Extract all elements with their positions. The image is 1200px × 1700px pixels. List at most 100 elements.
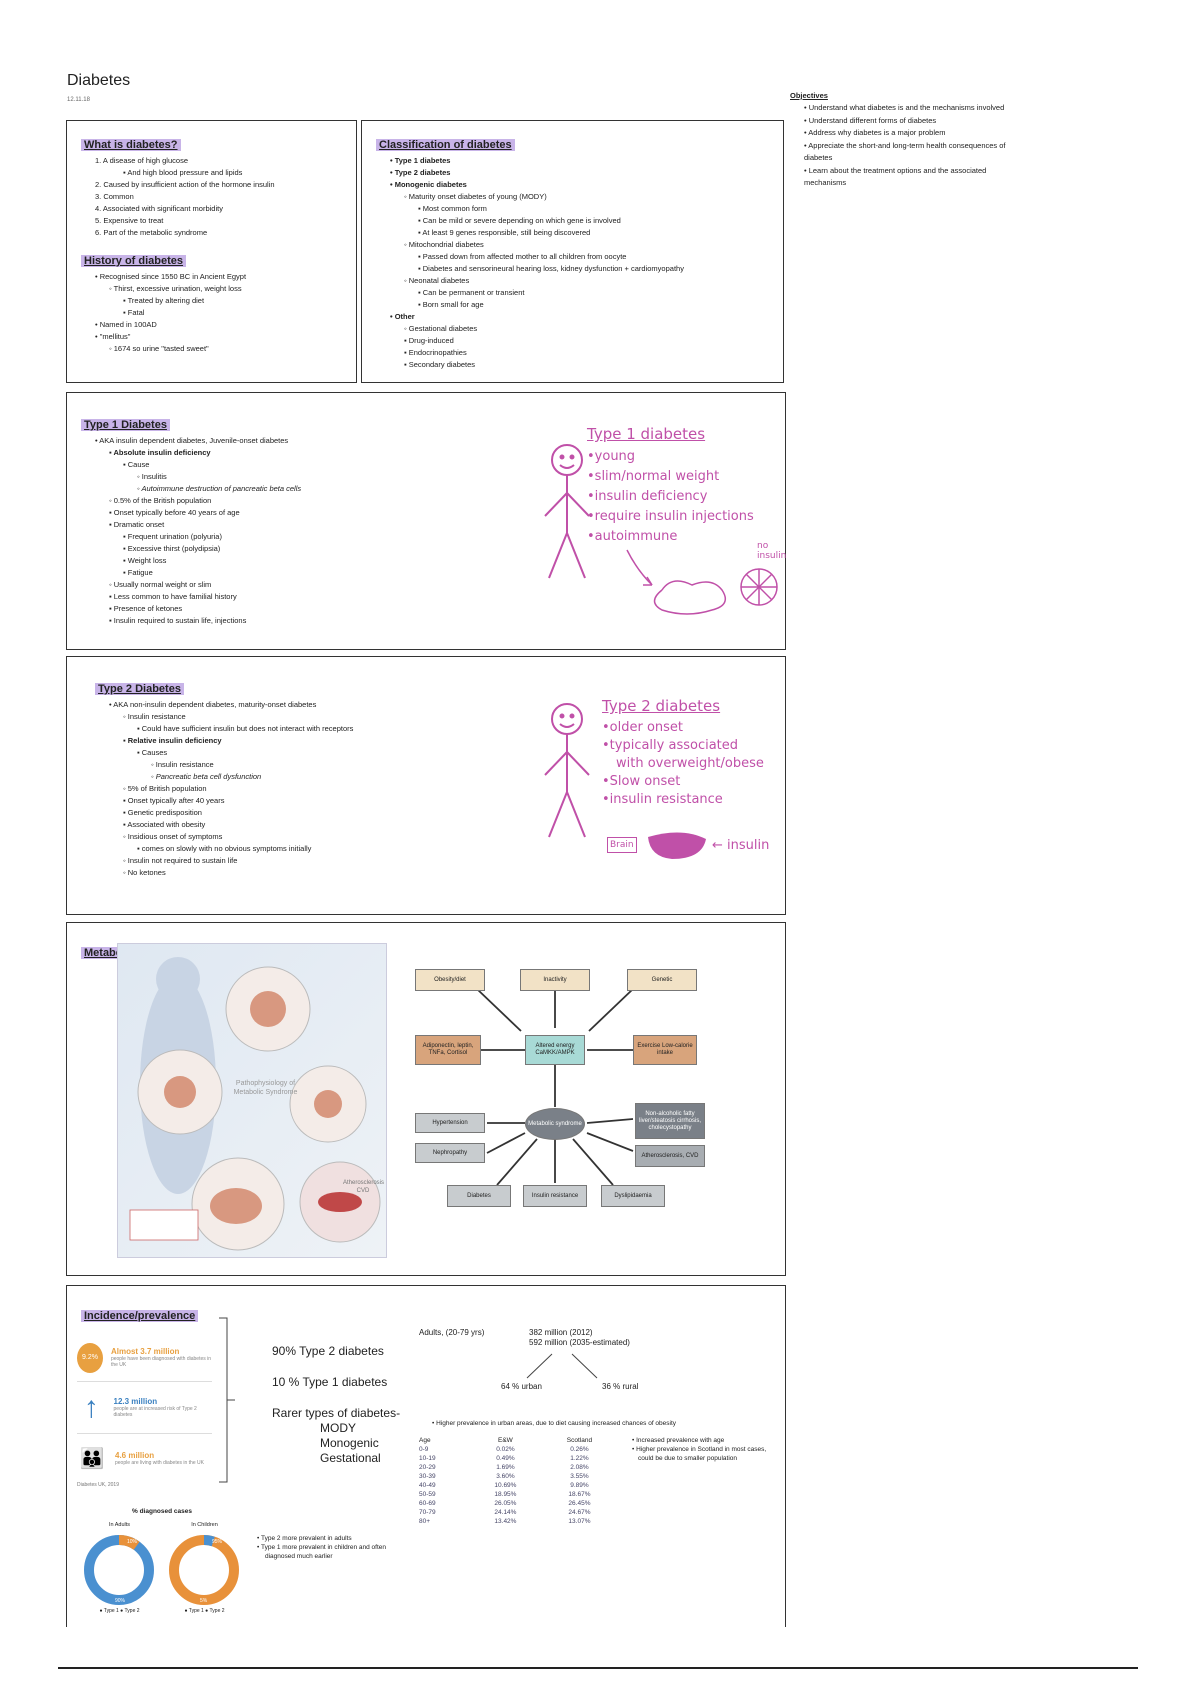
diagram-box: Non-alcoholic fatty liver/steatosis cirr… bbox=[635, 1103, 705, 1139]
list-item: AKA insulin dependent diabetes, Juvenile… bbox=[99, 436, 289, 445]
list-item: Insulitis bbox=[141, 472, 167, 481]
diagram-box: Exercise Low-calorie intake bbox=[633, 1035, 697, 1065]
pancreas-sketch-icon bbox=[626, 549, 778, 615]
type2-heading: Type 2 Diabetes bbox=[95, 683, 184, 695]
metabolic-illustration: Pathophysiology of Metabolic Syndrome At… bbox=[117, 943, 387, 1258]
list-item: Passed down from affected mother to all … bbox=[422, 252, 627, 261]
list-item: Named in 100AD bbox=[99, 320, 157, 329]
table-cell: 18.67% bbox=[568, 1491, 591, 1498]
list-item: Pancreatic beta cell dysfunction bbox=[155, 772, 262, 781]
table-cell: 0-9 bbox=[419, 1446, 429, 1453]
bracket bbox=[219, 1317, 235, 1483]
donut-label: In Children bbox=[191, 1522, 218, 1528]
list-item: Can be mild or severe depending on which… bbox=[422, 216, 621, 225]
list-item: Neonatal diabetes bbox=[408, 276, 470, 285]
table-cell: 9.89% bbox=[570, 1482, 589, 1489]
list-item: Endocrinopathies bbox=[408, 348, 467, 357]
table-cell: 40-49 bbox=[419, 1482, 436, 1489]
stick-figure-icon bbox=[544, 703, 590, 838]
list-item: Excessive thirst (polydipsia) bbox=[127, 544, 221, 553]
arrow-up-icon: ↑ bbox=[83, 1390, 99, 1424]
table-cell: 24.67% bbox=[568, 1509, 591, 1516]
diagram-box: Insulin resistance bbox=[523, 1185, 587, 1207]
list-item: Cause bbox=[127, 460, 150, 469]
list-item: Fatigue bbox=[127, 568, 153, 577]
list-item: Recognised since 1550 BC in Ancient Egyp… bbox=[99, 272, 247, 281]
list-item: Causes bbox=[141, 748, 168, 757]
diagram-box: Genetic bbox=[627, 969, 697, 991]
adults-values: 382 million (2012) 592 million (2035-est… bbox=[529, 1328, 630, 1347]
objectives: Objectives • Understand what diabetes is… bbox=[790, 90, 1020, 190]
objectives-heading: Objectives bbox=[790, 91, 828, 100]
metabolic-box: Metabolic Syndrome Pathophysiology of Me… bbox=[66, 922, 786, 1276]
diagram-box: Obesity/diet bbox=[415, 969, 485, 991]
type-percentages: 90% Type 2 diabetes 10 % Type 1 diabetes… bbox=[272, 1344, 401, 1465]
urban-label: 64 % urban bbox=[501, 1382, 542, 1391]
list-item: Insulin required to sustain life, inject… bbox=[113, 616, 247, 625]
objective-item: • Appreciate the short-and long-term hea… bbox=[804, 140, 1006, 163]
list-item: Weight loss bbox=[127, 556, 167, 565]
diagram-box: Adiponectin, leptin, TNFa, Cortisol bbox=[415, 1035, 481, 1065]
list-item: "mellitus" bbox=[99, 332, 131, 341]
what-history-box: What is diabetes? 1. A disease of high g… bbox=[66, 120, 357, 383]
list-item: 4. Associated with significant morbidity bbox=[95, 204, 223, 213]
diagram-box: Diabetes bbox=[447, 1185, 511, 1207]
table-cell: 13.42% bbox=[494, 1518, 517, 1525]
type1-box: Type 1 Diabetes • AKA insulin dependent … bbox=[66, 392, 786, 650]
table-cell: 26.05% bbox=[494, 1500, 517, 1507]
table-header: E&W bbox=[498, 1437, 513, 1444]
people-icon: 👪 bbox=[79, 1447, 105, 1470]
table-cell: 0.02% bbox=[496, 1446, 515, 1453]
list-item: Presence of ketones bbox=[113, 604, 183, 613]
list-item: 2. Caused by insufficient action of the … bbox=[95, 180, 275, 189]
age-notes: • Increased prevalence with age • Higher… bbox=[632, 1437, 767, 1462]
type2-small-note: Brain bbox=[607, 837, 637, 853]
list-item: Insulin resistance bbox=[155, 760, 214, 769]
history-heading: History of diabetes bbox=[81, 255, 187, 267]
table-cell: 13.07% bbox=[568, 1518, 591, 1525]
list-item: Mitochondrial diabetes bbox=[408, 240, 484, 249]
list-item: And high blood pressure and lipids bbox=[127, 168, 243, 177]
table-cell: 26.45% bbox=[568, 1500, 591, 1507]
table-cell: 3.55% bbox=[570, 1473, 589, 1480]
list-item: Monogenic diabetes bbox=[394, 180, 467, 189]
list-item: Gestational diabetes bbox=[408, 324, 478, 333]
rural-label: 36 % rural bbox=[602, 1382, 639, 1391]
diagram-box: Hypertension bbox=[415, 1113, 485, 1133]
list-item: Treated by altering diet bbox=[127, 296, 205, 305]
objective-item: • Learn about the treatment options and … bbox=[804, 165, 987, 188]
list-item: Most common form bbox=[422, 204, 487, 213]
list-item: Fatal bbox=[127, 308, 145, 317]
list-item: Associated with obesity bbox=[127, 820, 206, 829]
list-item: Relative insulin deficiency bbox=[127, 736, 222, 745]
list-item: Other bbox=[394, 312, 415, 321]
source-note: Diabetes UK, 2019 bbox=[77, 1482, 119, 1488]
table-cell: 1.22% bbox=[570, 1455, 589, 1462]
table-cell: 50-59 bbox=[419, 1491, 436, 1498]
type1-small-note: no insulin bbox=[757, 541, 787, 561]
table-cell: 18.95% bbox=[494, 1491, 517, 1498]
list-item: Drug-induced bbox=[408, 336, 454, 345]
list-item: Insulin not required to sustain life bbox=[127, 856, 238, 865]
diagram-hub: Metabolic syndrome bbox=[525, 1108, 585, 1140]
table-cell: 3.60% bbox=[496, 1473, 515, 1480]
list-item: 1. A disease of high glucose bbox=[95, 156, 188, 165]
illustration-center-label: Pathophysiology of Metabolic Syndrome bbox=[233, 1080, 298, 1096]
type2-handwritten-notes: Type 2 diabetes •older onset •typically … bbox=[602, 697, 764, 807]
table-cell: 10-19 bbox=[419, 1455, 436, 1462]
list-item: Usually normal weight or slim bbox=[113, 580, 212, 589]
table-cell: 0.49% bbox=[496, 1455, 515, 1462]
table-cell: 0.26% bbox=[570, 1446, 589, 1453]
illustration-corner-label: Atherosclerosis CVD bbox=[343, 1180, 385, 1194]
list-item: Type 1 diabetes bbox=[394, 156, 451, 165]
uk-map-icon: 9.2% bbox=[77, 1342, 103, 1373]
urban-rural-lines bbox=[526, 1353, 598, 1379]
table-cell: 10.69% bbox=[494, 1482, 517, 1489]
table-header: Scotland bbox=[566, 1437, 593, 1444]
list-item: Absolute insulin deficiency bbox=[113, 448, 211, 457]
table-row: 40-49 10.69% 9.89% bbox=[419, 1481, 619, 1490]
donut-label-b: 90% bbox=[115, 1598, 126, 1604]
